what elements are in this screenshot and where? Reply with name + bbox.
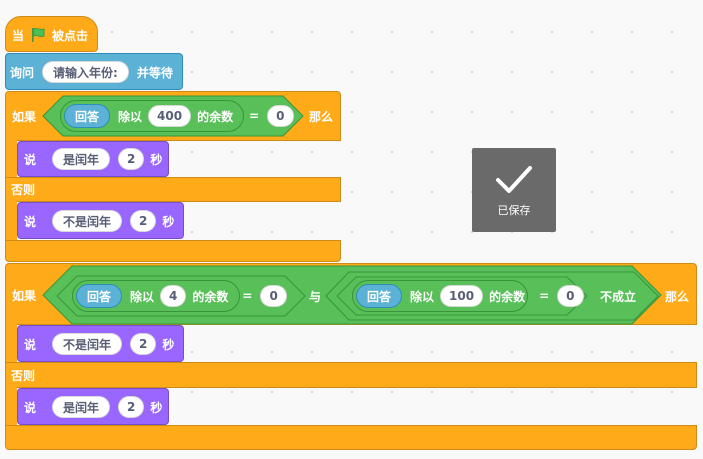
if1-say-then-label: 说 <box>24 152 37 167</box>
ask-label: 询问 <box>10 65 35 80</box>
if1-say-then-unit: 秒 <box>150 152 163 167</box>
if1-say-then-text-input[interactable]: 是闰年 <box>52 148 111 170</box>
if1-answer-reporter[interactable]: 回答 <box>64 104 111 128</box>
if2-else-label: 否则 <box>11 368 36 383</box>
if1-say-else-secs-input[interactable]: 2 <box>130 210 157 232</box>
saved-toast-text: 已保存 <box>497 203 531 217</box>
if2-say-else-label: 说 <box>24 400 37 415</box>
if2-b-equals-label: = <box>539 289 550 303</box>
if1-equals-label: = <box>249 109 260 123</box>
hat-clicked-label: 被点击 <box>52 28 89 43</box>
if1-say-else-unit: 秒 <box>162 214 175 229</box>
if2-a-value-input[interactable]: 0 <box>260 285 287 307</box>
if1-then-label: 那么 <box>309 109 334 124</box>
if2-a-remainder-label: 的余数 <box>192 289 229 304</box>
if2-say-else-unit: 秒 <box>150 400 163 415</box>
if2-say-else-secs-input[interactable]: 2 <box>118 396 145 418</box>
if2-then-label: 那么 <box>665 289 690 304</box>
if2-say-then-unit: 秒 <box>162 337 175 352</box>
hat-when-label: 当 <box>12 28 25 43</box>
if1-value-input[interactable]: 0 <box>267 105 294 127</box>
if2-b-remainder-label: 的余数 <box>489 289 526 304</box>
if1-else-label: 否则 <box>11 182 36 197</box>
if2-b-answer-reporter[interactable]: 回答 <box>356 284 403 308</box>
checkmark-icon <box>494 163 534 198</box>
ask-wait-label: 并等待 <box>136 65 173 80</box>
if1-say-else-text-input[interactable]: 不是闰年 <box>52 210 123 232</box>
if1-remainder-label: 的余数 <box>197 109 234 124</box>
if1-mod-label: 除以 <box>118 109 143 124</box>
if1-if-label: 如果 <box>12 109 37 124</box>
if2-not-hold-label: 不成立 <box>600 289 637 304</box>
if2-b-value-input[interactable]: 0 <box>557 285 584 307</box>
if2-say-then-text-input[interactable]: 不是闰年 <box>52 333 123 355</box>
if2-a-answer-reporter[interactable]: 回答 <box>76 284 123 308</box>
saved-toast: 已保存 <box>472 148 556 232</box>
if2-a-equals-label: = <box>242 289 253 303</box>
if2-if-label: 如果 <box>12 288 37 303</box>
if2-say-then-secs-input[interactable]: 2 <box>130 333 157 355</box>
when-flag-clicked-block[interactable] <box>5 16 98 52</box>
green-flag-icon <box>30 27 46 43</box>
if2-a-divisor-input[interactable]: 4 <box>160 285 187 307</box>
ask-prompt-input[interactable]: 请输入年份: <box>42 61 129 83</box>
if2-say-else-text-input[interactable]: 是闰年 <box>52 396 111 418</box>
if2-b-divisor-input[interactable]: 100 <box>440 285 484 307</box>
if2-a-mod-label: 除以 <box>130 289 155 304</box>
if2-b-mod-label: 除以 <box>410 289 435 304</box>
if2-say-then-label: 说 <box>24 337 37 352</box>
if1-divisor-input[interactable]: 400 <box>148 105 192 127</box>
if1-say-else-label: 说 <box>24 214 37 229</box>
if1-say-then-secs-input[interactable]: 2 <box>118 148 145 170</box>
if2-and-label: 与 <box>309 289 322 304</box>
